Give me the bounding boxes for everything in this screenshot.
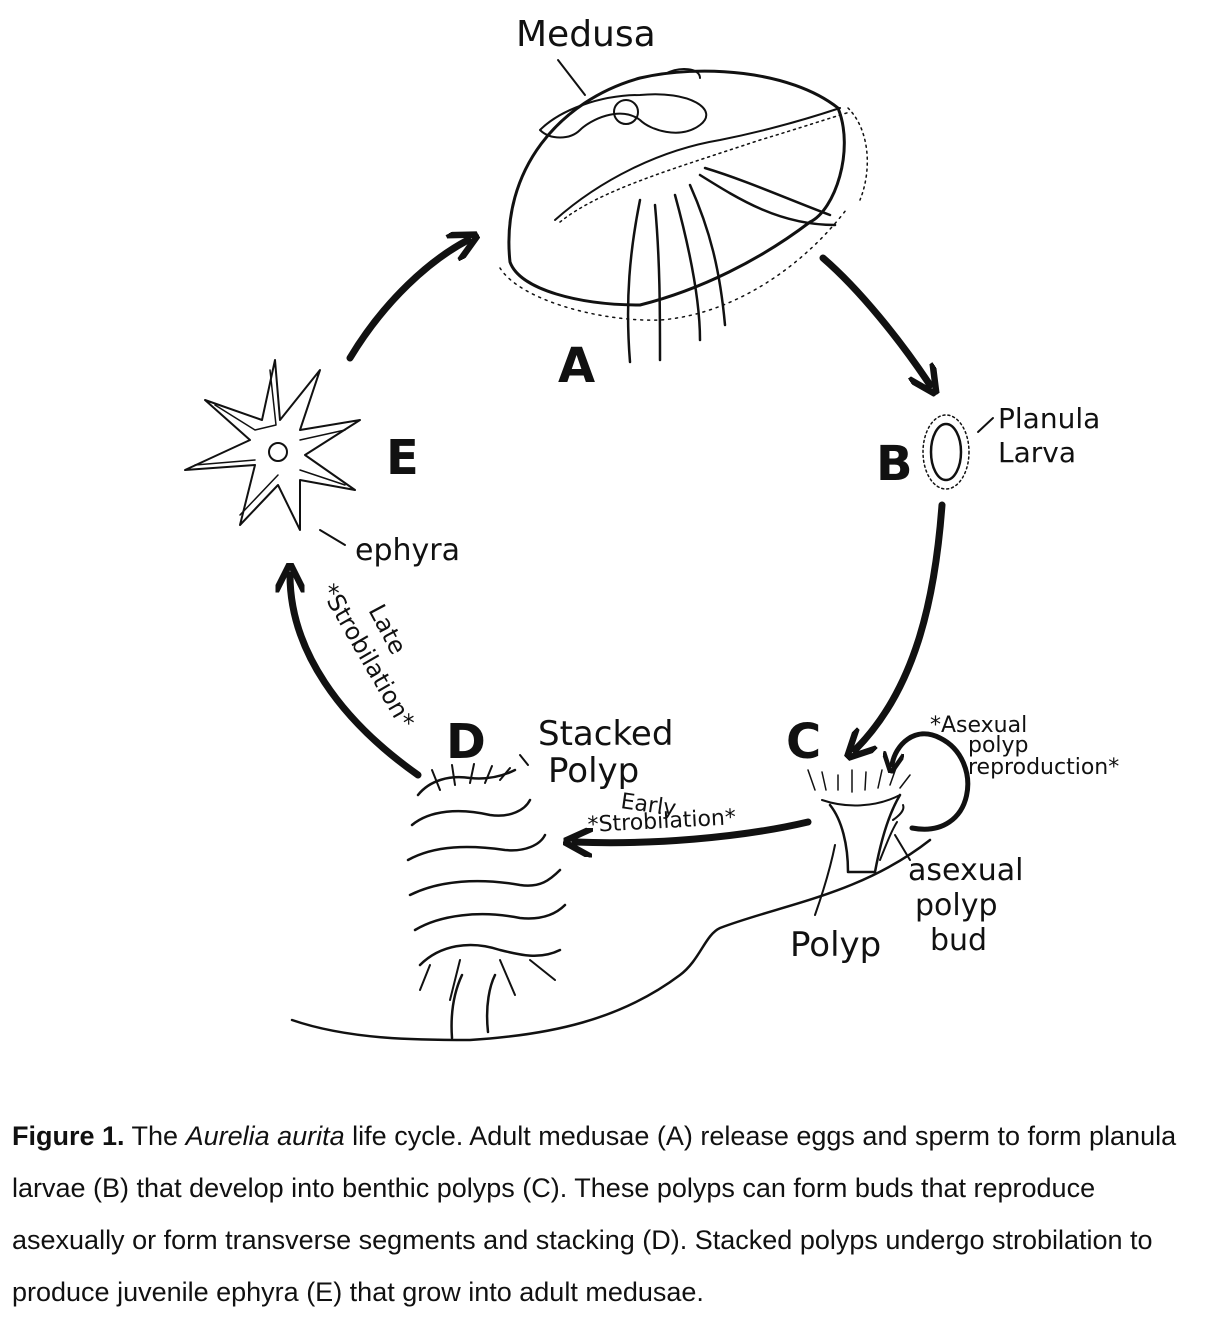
letter-e: E: [386, 430, 419, 486]
polyp-label: Polyp: [790, 925, 881, 965]
late-strobilation-line2: *Strobilation*: [315, 579, 420, 733]
caption-pre: The: [124, 1121, 186, 1151]
life-cycle-diagram: A B C D E Medusa Planula Larva ephyra St…: [184, 14, 1119, 1042]
bud-label-line1: asexual: [908, 853, 1023, 888]
ephyra-drawing: [184, 359, 361, 546]
caption-text: life cycle. Adult medusae (A) release eg…: [12, 1121, 1177, 1307]
planula-label-line1: Planula: [998, 402, 1100, 435]
stacked-label-line1: Stacked: [538, 714, 673, 754]
arrow-c-loop: [892, 731, 971, 832]
asexual-loop-line2: polyp: [968, 733, 1029, 758]
stacked-polyp-drawing: [406, 754, 567, 1040]
arrow-c-to-d: [575, 818, 812, 843]
letter-c: C: [786, 714, 821, 770]
figure-caption: Figure 1. The Aurelia aurita life cycle.…: [12, 1110, 1202, 1318]
arrow-e-to-a: [346, 240, 468, 362]
planula-label-line2: Larva: [998, 436, 1076, 469]
asexual-loop-line3: reproduction*: [968, 755, 1119, 780]
letter-b: B: [876, 436, 913, 492]
bud-label-line2: polyp: [915, 888, 998, 923]
early-strobilation-line2: *Strobilation*: [587, 805, 737, 838]
arrow-a-to-b: [819, 254, 930, 385]
medusa-drawing: [499, 59, 868, 364]
asexual-loop-line1: *Asexual: [930, 713, 1027, 738]
planula-drawing: [922, 414, 994, 490]
polyp-pointer-line: [814, 844, 836, 916]
caption-species-name: Aurelia aurita: [185, 1121, 345, 1151]
medusa-label: Medusa: [516, 14, 656, 55]
letter-a: A: [558, 338, 595, 394]
caption-figure-number: Figure 1.: [12, 1121, 125, 1151]
substrate-line: [290, 838, 932, 1042]
ephyra-label: ephyra: [355, 533, 460, 568]
arrow-b-to-c: [855, 501, 946, 750]
stacked-label-line2: Polyp: [548, 751, 639, 791]
bud-label-line3: bud: [930, 923, 987, 958]
polyp-drawing: [807, 767, 911, 874]
bud-pointer-line: [894, 834, 911, 861]
letter-d: D: [446, 714, 486, 770]
arrow-d-to-e: [290, 575, 422, 779]
